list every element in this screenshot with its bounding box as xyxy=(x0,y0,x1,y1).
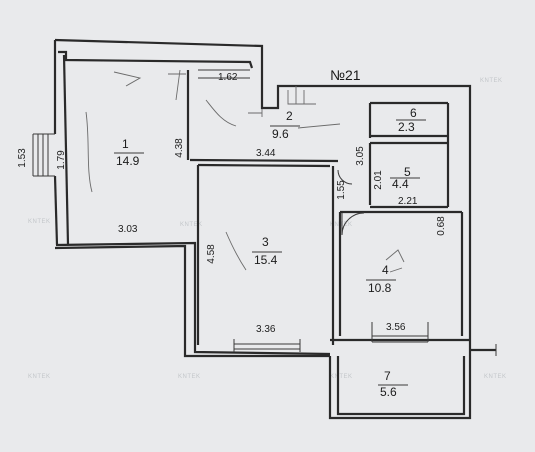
apartment-label: №21 xyxy=(330,67,361,83)
dimension-label: 1.79 xyxy=(56,150,67,170)
dimension-label: 4.58 xyxy=(206,244,217,264)
room-area: 10.8 xyxy=(368,281,392,295)
room-area: 9.6 xyxy=(272,127,289,141)
dimension-label: 4.38 xyxy=(174,138,185,158)
dimension-label: 0.68 xyxy=(436,216,447,236)
room-area: 4.4 xyxy=(392,177,409,191)
room-number: 3 xyxy=(262,235,269,249)
dimension-label: 1.62 xyxy=(218,72,238,83)
doors xyxy=(337,169,365,236)
room-number: 6 xyxy=(410,106,417,120)
dimension-label: 1.53 xyxy=(17,148,28,168)
room-labels: 1 14.9 2 9.6 3 15.4 4 10.8 5 4.4 6 2.3 7… xyxy=(114,106,426,399)
dimension-label: 1.55 xyxy=(336,180,347,200)
watermark: KNTEK xyxy=(480,78,503,84)
room-number: 7 xyxy=(384,369,391,383)
watermark: KNTEK xyxy=(28,374,51,380)
room-number: 1 xyxy=(122,137,129,151)
dimension-label: 3.36 xyxy=(256,324,276,335)
room-number: 5 xyxy=(404,165,411,179)
watermark: KNTEK xyxy=(330,374,353,380)
room-number: 4 xyxy=(382,263,389,277)
interior-walls xyxy=(186,70,464,345)
room-number: 2 xyxy=(286,109,293,123)
room-area: 2.3 xyxy=(398,120,415,134)
dimension-label: 2.01 xyxy=(373,170,384,190)
dimension-label: 3.03 xyxy=(118,224,138,235)
dimension-labels: 1.62 1.79 4.38 3.03 3.44 3.05 1.55 2.01 … xyxy=(56,72,447,335)
dimension-label: 2.21 xyxy=(398,196,418,207)
dimension-label: 3.56 xyxy=(386,322,406,333)
watermark: KNTEK xyxy=(180,222,203,228)
room-area: 14.9 xyxy=(116,154,140,168)
dimension-label: 3.44 xyxy=(256,148,276,159)
room-area: 5.6 xyxy=(380,385,397,399)
pencil-marks xyxy=(85,69,405,273)
watermark: KNTEK xyxy=(484,374,507,380)
entrance-steps xyxy=(32,133,55,177)
outer-walls xyxy=(53,38,497,420)
room-area: 15.4 xyxy=(254,253,278,267)
watermark: KNTEK xyxy=(28,219,51,225)
dimension-label: 3.05 xyxy=(355,146,366,166)
windows xyxy=(198,69,429,352)
watermark: KNTEK xyxy=(178,374,201,380)
